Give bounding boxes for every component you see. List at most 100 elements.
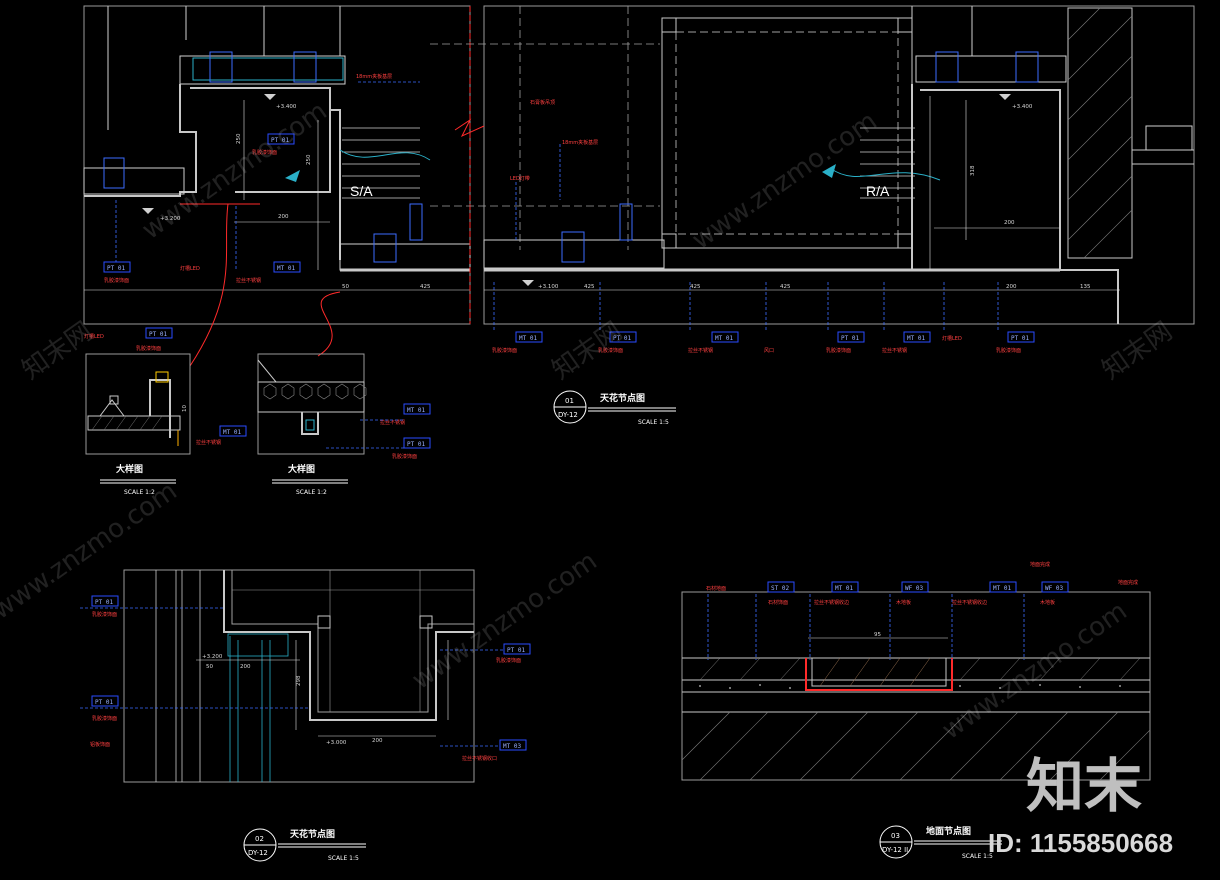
brand-logo: 知末 bbox=[1026, 752, 1142, 820]
svg-text:PT 01: PT 01 bbox=[841, 335, 859, 342]
svg-text:拉丝不锈钢收边: 拉丝不锈钢收边 bbox=[952, 599, 987, 606]
svg-text:MT 01: MT 01 bbox=[993, 585, 1011, 592]
svg-text:+3.400: +3.400 bbox=[276, 104, 297, 110]
svg-text:200: 200 bbox=[240, 664, 251, 670]
resource-id: ID: 1155850668 bbox=[988, 828, 1173, 858]
svg-text:灯槽LED: 灯槽LED bbox=[180, 265, 200, 272]
svg-text:乳胶漆饰面: 乳胶漆饰面 bbox=[598, 347, 623, 354]
material-tag: PT 01 bbox=[503, 643, 531, 655]
return-air-label: R/A bbox=[866, 183, 890, 199]
svg-text:WF 03: WF 03 bbox=[1045, 585, 1063, 592]
svg-text:大样图: 大样图 bbox=[116, 463, 143, 475]
detail-02-title-block: 02 DY-12 天花节点图 SCALE 1:5 bbox=[243, 828, 366, 862]
supply-air-label: S/A bbox=[350, 183, 373, 199]
svg-text:WF 03: WF 03 bbox=[905, 585, 923, 592]
detail-03-title-block: 03 DY-12 II 地面节点图 SCALE 1:5 bbox=[879, 825, 1002, 860]
svg-text:www.znzmo.com: www.znzmo.com bbox=[937, 596, 1133, 746]
svg-text:拉丝不锈钢: 拉丝不锈钢 bbox=[688, 347, 713, 354]
svg-text:+3.400: +3.400 bbox=[1012, 104, 1033, 110]
svg-text:风口: 风口 bbox=[764, 348, 774, 354]
svg-text:MT 01: MT 01 bbox=[715, 335, 733, 342]
svg-text:灯槽LED: 灯槽LED bbox=[942, 335, 962, 342]
detail-01-right-frame: R/A 425 425 200 135 425 200 318 bbox=[430, 5, 1195, 354]
svg-text:拉丝不锈钢: 拉丝不锈钢 bbox=[236, 277, 261, 284]
svg-text:拉丝不锈钢: 拉丝不锈钢 bbox=[882, 347, 907, 354]
svg-text:SCALE 1:5: SCALE 1:5 bbox=[962, 853, 993, 860]
detail-01-title-block: 01 DY-12 天花节点图 SCALE 1:5 bbox=[553, 390, 676, 426]
svg-text:PT 01: PT 01 bbox=[271, 137, 289, 144]
detail-01-title: 天花节点图 bbox=[600, 392, 645, 404]
material-tag: PT 01 bbox=[91, 695, 119, 707]
svg-text:铝板饰面: 铝板饰面 bbox=[90, 741, 110, 748]
svg-text:18mm夹板基层: 18mm夹板基层 bbox=[356, 73, 392, 80]
svg-text:200: 200 bbox=[278, 214, 289, 220]
material-tag: PT 01 bbox=[91, 595, 119, 607]
material-tag-row: ST 02 MT 01 WF 03 MT 01 WF 03 bbox=[767, 581, 1069, 593]
svg-text:03: 03 bbox=[891, 832, 900, 840]
material-tag: PT 01 bbox=[103, 261, 131, 273]
detail-01-left-frame: 200 250 250 50 425 S/A +3.400 +3.200 PT … bbox=[83, 5, 471, 367]
material-tag: MT 01 bbox=[403, 403, 431, 415]
svg-text:318: 318 bbox=[970, 165, 976, 176]
material-tag: MT 01 bbox=[219, 425, 247, 437]
svg-text:+3.200: +3.200 bbox=[160, 216, 181, 222]
svg-text:PT 01: PT 01 bbox=[407, 441, 425, 448]
material-tag: PT 01 bbox=[403, 437, 431, 449]
svg-text:灯槽LED: 灯槽LED bbox=[84, 333, 104, 340]
material-tag: MT 01 bbox=[273, 261, 301, 273]
svg-text:PT 01: PT 01 bbox=[149, 331, 167, 338]
svg-text:PT 01: PT 01 bbox=[95, 699, 113, 706]
svg-text:250: 250 bbox=[306, 154, 312, 165]
svg-text:知末网: 知末网 bbox=[1097, 316, 1178, 385]
svg-text:200: 200 bbox=[1006, 284, 1017, 290]
svg-text:+3.100: +3.100 bbox=[538, 284, 559, 290]
svg-text:乳胶漆饰面: 乳胶漆饰面 bbox=[996, 347, 1021, 354]
svg-text:地面完成: 地面完成 bbox=[1118, 579, 1138, 586]
svg-text:01: 01 bbox=[565, 397, 574, 405]
svg-text:MT 03: MT 03 bbox=[503, 743, 521, 750]
svg-text:MT 01: MT 01 bbox=[519, 335, 537, 342]
svg-text:www.znzmo.com: www.znzmo.com bbox=[137, 96, 333, 246]
svg-text:10: 10 bbox=[182, 405, 188, 412]
svg-text:02: 02 bbox=[255, 835, 264, 843]
svg-text:PT 01: PT 01 bbox=[1011, 335, 1029, 342]
svg-text:425: 425 bbox=[420, 284, 431, 290]
svg-text:PT 01: PT 01 bbox=[507, 647, 525, 654]
svg-text:木地板: 木地板 bbox=[896, 599, 911, 606]
svg-text:拉丝不锈钢: 拉丝不锈钢 bbox=[380, 419, 405, 426]
svg-text:PT 01: PT 01 bbox=[95, 599, 113, 606]
material-tag: PT 01 bbox=[267, 133, 295, 145]
svg-text:250: 250 bbox=[236, 133, 242, 144]
svg-text:ST 02: ST 02 bbox=[771, 585, 789, 592]
svg-text:200: 200 bbox=[1004, 220, 1015, 226]
detail-03-drawing: 95 ST 02 MT 01 WF 03 MT 01 WF 03 石材地面 石材… bbox=[681, 561, 1151, 781]
svg-text:LED灯带: LED灯带 bbox=[510, 175, 530, 182]
svg-text:MT 01: MT 01 bbox=[277, 265, 295, 272]
enlarged-detail-1: 10 PT 01 MT 01 灯槽LED 乳胶漆饰面 拉丝不锈钢 大样图 SCA… bbox=[84, 327, 247, 496]
svg-text:DY-12 II: DY-12 II bbox=[882, 846, 908, 854]
svg-text:MT 01: MT 01 bbox=[223, 429, 241, 436]
svg-text:地面完成: 地面完成 bbox=[1030, 561, 1050, 568]
detail-03-title: 地面节点图 bbox=[926, 825, 971, 837]
svg-text:135: 135 bbox=[1080, 284, 1091, 290]
watermark-overlay: www.znzmo.com www.znzmo.com www.znzmo.co… bbox=[0, 96, 1178, 746]
svg-text:乳胶漆饰面: 乳胶漆饰面 bbox=[252, 149, 277, 156]
svg-text:石材地面: 石材地面 bbox=[706, 585, 726, 592]
svg-text:DY-12: DY-12 bbox=[248, 849, 268, 857]
svg-text:SCALE 1:5: SCALE 1:5 bbox=[328, 855, 359, 862]
material-tag: MT 03 bbox=[499, 739, 527, 751]
svg-text:www.znzmo.com: www.znzmo.com bbox=[0, 476, 183, 626]
svg-text:SCALE 1:2: SCALE 1:2 bbox=[296, 489, 327, 496]
material-tag-row: MT 01 PT 01 MT 01 PT 01 MT 01 PT 01 bbox=[515, 331, 1035, 343]
svg-text:425: 425 bbox=[690, 284, 701, 290]
svg-text:乳胶漆饰面: 乳胶漆饰面 bbox=[496, 657, 521, 664]
svg-text:乳胶漆饰面: 乳胶漆饰面 bbox=[392, 453, 417, 460]
svg-text:+3.000: +3.000 bbox=[326, 740, 347, 746]
detail-02-drawing: +3.200 50 200 200 298 +3.000 PT 01 PT 01… bbox=[80, 569, 531, 783]
svg-text:乳胶漆饰面: 乳胶漆饰面 bbox=[104, 277, 129, 284]
svg-text:200: 200 bbox=[372, 738, 383, 744]
svg-text:298: 298 bbox=[296, 675, 302, 686]
enlarged-detail-2: MT 01 PT 01 拉丝不锈钢 乳胶漆饰面 大样图 SCALE 1:2 bbox=[257, 353, 431, 496]
svg-text:乳胶漆饰面: 乳胶漆饰面 bbox=[92, 611, 117, 618]
